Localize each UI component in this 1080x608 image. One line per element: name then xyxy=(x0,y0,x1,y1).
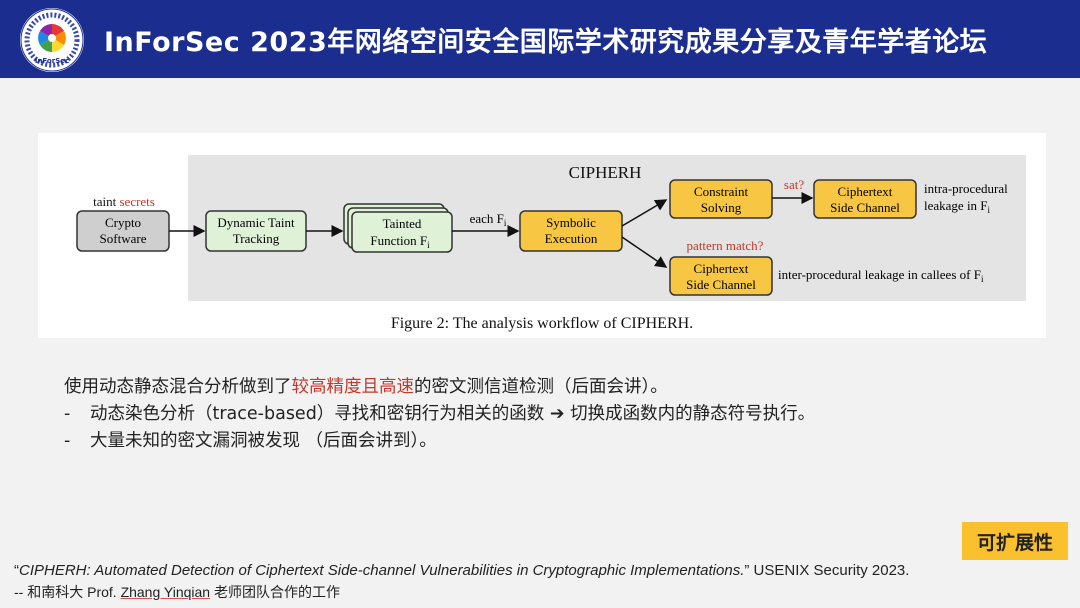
cipher-sc2-line1: Ciphertext xyxy=(694,261,749,276)
bullet3-dash: - xyxy=(64,431,71,451)
inter-output: inter-procedural leakage in callees of F… xyxy=(778,267,984,284)
symbolic-line2: Execution xyxy=(545,231,598,246)
bullet1-text-a: 使用动态静态混合分析做到了 xyxy=(64,377,292,397)
crypto-line1: Crypto xyxy=(105,215,141,230)
figure-card: CIPHERH taint secrets Crypto Software Dy… xyxy=(38,133,1046,338)
bullet-line-1: 使用动态静态混合分析做到了较高精度且高速的密文测信道检测（后面会讲）。 xyxy=(64,374,1024,401)
dynamic-line1: Dynamic Taint xyxy=(217,215,295,230)
crypto-line2: Software xyxy=(100,231,147,246)
symbolic-line1: Symbolic xyxy=(546,215,596,230)
tainted-line2: Function Fi xyxy=(370,233,430,250)
citation-venue: ” USENIX Security 2023. xyxy=(744,562,910,579)
bullet2-text-b: 切换成函数内的静态符号执行。 xyxy=(564,404,816,424)
bullet-line-3: -大量未知的密文漏洞被发现 （后面会讲到）。 xyxy=(64,428,1024,455)
cipher-sc-line1: Ciphertext xyxy=(838,184,893,199)
symbolic-execution-node xyxy=(519,210,623,252)
credit-name: Zhang Yinqian xyxy=(120,584,211,600)
ciphertext-side-channel-node-2 xyxy=(669,256,773,296)
arrow-symbolic-to-ciphertext2 xyxy=(621,236,668,268)
credit-prefix: -- 和南科大 Prof. xyxy=(14,584,121,600)
bullet2-dash: - xyxy=(64,404,71,424)
bullet-line-2: -动态染色分析（trace-based）寻找和密钥行为相关的函数 ➔ 切换成函数… xyxy=(64,401,1024,428)
input-label: taint secrets xyxy=(93,194,155,209)
intra-line2: leakage in Fi xyxy=(924,198,991,215)
arrow-symbolic-to-constraint xyxy=(621,199,668,227)
edge-label-pattern: pattern match? xyxy=(687,238,764,253)
logo-graphic: InForSec xyxy=(20,8,84,72)
bullet1-text-b: 的密文测信道检测（后面会讲）。 xyxy=(414,377,668,397)
figure-caption: Figure 2: The analysis workflow of CIPHE… xyxy=(391,315,693,332)
slide-title: InForSec 2023年网络空间安全国际学术研究成果分享及青年学者论坛 xyxy=(104,27,988,58)
workflow-diagram: CIPHERH taint secrets Crypto Software Dy… xyxy=(76,155,1026,332)
bullet2-text-a: 动态染色分析（trace-based）寻找和密钥行为相关的函数 xyxy=(90,404,550,424)
ciphertext-side-channel-node xyxy=(813,179,917,219)
edge-label-sat: sat? xyxy=(784,177,804,192)
bullet3-text: 大量未知的密文漏洞被发现 （后面会讲到）。 xyxy=(90,431,437,451)
panel-title: CIPHERH xyxy=(569,163,642,182)
citation: “CIPHERH: Automated Detection of Ciphert… xyxy=(14,562,909,579)
constraint-line1: Constraint xyxy=(694,184,749,199)
slide-header: InForSec InForSec 2023年网络空间安全国际学术研究成果分享及… xyxy=(0,0,1080,78)
bullet-list: 使用动态静态混合分析做到了较高精度且高速的密文测信道检测（后面会讲）。 -动态染… xyxy=(64,374,1024,455)
scalability-tag: 可扩展性 xyxy=(962,522,1068,560)
constraint-solving-node xyxy=(669,179,773,219)
citation-title: CIPHERH: Automated Detection of Cipherte… xyxy=(19,562,745,579)
right-arrow-icon: ➔ xyxy=(549,404,565,424)
intra-line1: intra-procedural xyxy=(924,181,1008,196)
cipher-sc-line2: Side Channel xyxy=(830,200,900,215)
credit-line: -- 和南科大 Prof. Zhang Yinqian 老师团队合作的工作 xyxy=(14,582,340,602)
cipher-sc2-line2: Side Channel xyxy=(686,277,756,292)
edge-label-each: each Fi xyxy=(470,211,507,228)
tainted-line1: Tainted xyxy=(383,216,422,231)
dynamic-line2: Tracking xyxy=(233,231,280,246)
input-label-prefix: taint xyxy=(93,194,119,209)
input-label-secrets: secrets xyxy=(119,194,154,209)
inforsec-logo: InForSec xyxy=(20,8,84,72)
citation-open-quote: “ xyxy=(14,562,19,579)
tainted-function-node xyxy=(351,211,453,253)
credit-suffix: 老师团队合作的工作 xyxy=(210,584,340,600)
constraint-line2: Solving xyxy=(701,200,742,215)
logo-text: InForSec xyxy=(35,57,69,65)
bullet1-highlight: 较高精度且高速 xyxy=(291,377,415,397)
